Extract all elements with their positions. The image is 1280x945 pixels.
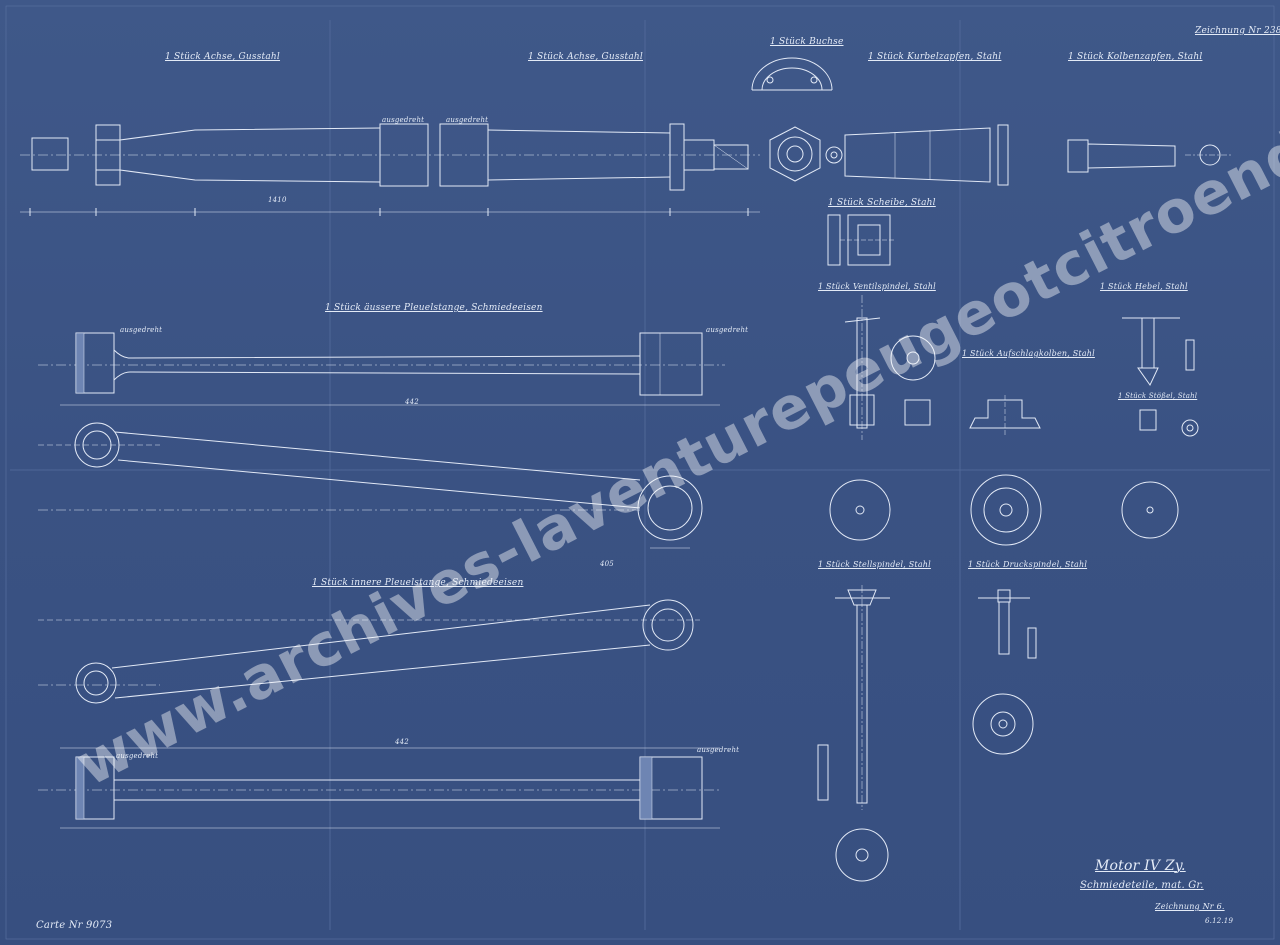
- dim-rod-span: 405: [600, 560, 614, 568]
- label-washer: 1 Stück Scheibe, Stahl: [828, 198, 936, 208]
- bush-drawing: [751, 57, 833, 91]
- label-small-part-2: 1 Stück Stößel, Stahl: [1118, 392, 1198, 400]
- label-valve-spindle: 1 Stück Ventilspindel, Stahl: [818, 282, 936, 291]
- label-piston-pin: 1 Stück Kolbenzapfen, Stahl: [1068, 52, 1203, 62]
- label-axle-a: 1 Stück Achse, Gusstahl: [165, 52, 281, 62]
- annotation-turned-5: ausgedreht: [116, 752, 159, 760]
- adjusting-spindle-drawing: [817, 585, 890, 882]
- dim-outer-rod: 442: [405, 398, 419, 406]
- label-outer-rod: 1 Stück äussere Pleuelstange, Schmiedeei…: [325, 303, 543, 313]
- inner-rod-side: [38, 756, 720, 829]
- title-block-line3: Zeichnung Nr 6.: [1155, 902, 1225, 911]
- annotation-turned-6: ausgedreht: [697, 746, 740, 754]
- washer-drawing: [827, 214, 895, 266]
- label-inner-rod: 1 Stück innere Pleuelstange, Schmiedeeis…: [312, 578, 524, 588]
- outer-rod-side: [38, 332, 725, 406]
- outer-rod-plan: [38, 422, 703, 549]
- dim-axle-total: 1410: [268, 196, 287, 204]
- annotation-turned-1: ausgedreht: [382, 116, 425, 124]
- label-axle-b: 1 Stück Achse, Gusstahl: [528, 52, 644, 62]
- label-adjusting-spindle: 1 Stück Stellspindel, Stahl: [818, 560, 931, 569]
- label-pressure-spindle: 1 Stück Druckspindel, Stahl: [968, 560, 1088, 569]
- valve-spindle-drawing: [844, 295, 936, 440]
- annotation-turned-2: ausgedreht: [446, 116, 489, 124]
- label-impact-piston: 1 Stück Aufschlagkolben, Stahl: [962, 349, 1095, 358]
- pressure-spindle-drawing: [972, 589, 1037, 755]
- hex-nut-drawing: [769, 126, 843, 182]
- piston-pin-drawing: [1067, 139, 1232, 173]
- title-block-line2: Schmiedeteile, mat. Gr.: [1080, 880, 1204, 891]
- dim-inner-rod: 442: [395, 738, 409, 746]
- discs-row: [829, 474, 1179, 546]
- label-crank-pin: 1 Stück Kurbelzapfen, Stahl: [868, 52, 1002, 62]
- annotation-turned-4: ausgedreht: [706, 326, 749, 334]
- label-small-part-1: 1 Stück Hebel, Stahl: [1100, 282, 1188, 291]
- axle-drawing: [20, 123, 760, 216]
- impact-piston-drawing: [969, 395, 1041, 435]
- crank-pin-drawing: [844, 124, 1009, 186]
- sheet-number: Zeichnung Nr 238: [1195, 26, 1280, 36]
- archive-number: Carte Nr 9073: [36, 920, 113, 931]
- small-parts-drawing: [1122, 317, 1199, 437]
- title-block-date: 6.12.19: [1205, 917, 1234, 925]
- title-block-line1: Motor IV Zy.: [1095, 858, 1186, 874]
- sheet-border: [5, 5, 1275, 940]
- inner-rod-plan: [38, 599, 720, 749]
- annotation-turned-3: ausgedreht: [120, 326, 163, 334]
- label-bush: 1 Stück Buchse: [770, 37, 844, 47]
